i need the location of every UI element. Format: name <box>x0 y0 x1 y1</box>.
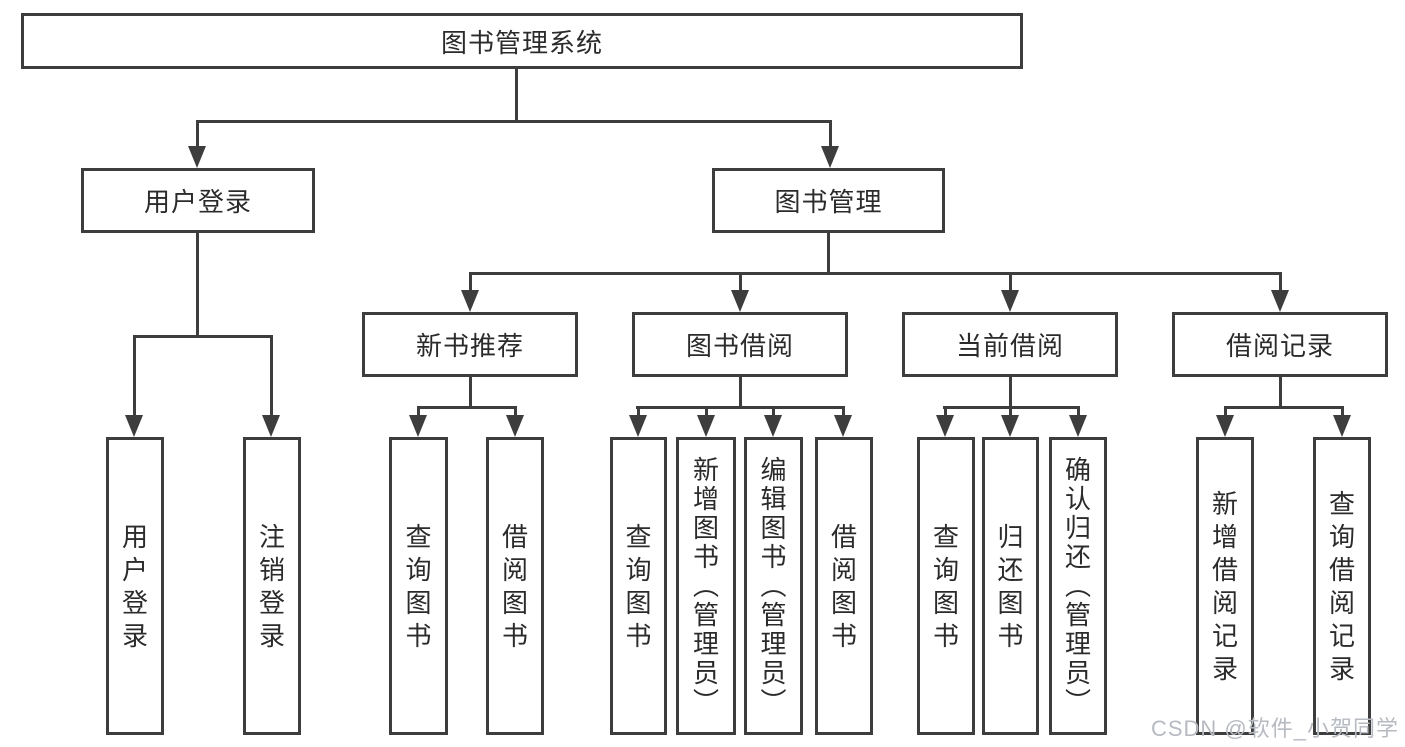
node-library-system: 图书管理系统 <box>21 13 1023 69</box>
connector-level1-rail <box>196 120 831 123</box>
connector-user-login-stem <box>196 233 199 337</box>
connector-to-leaf <box>772 406 775 418</box>
leaf-add-borrow-record: 新增借阅记录 <box>1196 437 1254 735</box>
arrow-down-icon <box>188 146 206 168</box>
connector-user-login-rail <box>133 335 272 338</box>
leaf-edit-books-admin: 编辑图书︵管理员︶ <box>744 437 803 735</box>
connector-section-rail <box>1224 406 1344 409</box>
connector-to-leaf <box>1009 406 1012 418</box>
arrow-down-icon <box>1271 290 1289 312</box>
arrow-down-icon <box>1001 290 1019 312</box>
connector-book-management-stem <box>827 233 830 274</box>
arrow-down-icon <box>262 415 280 437</box>
leaf-user-login: 用户登录 <box>106 437 164 735</box>
connector-to-leaf <box>1077 406 1080 418</box>
node-book-borrow: 图书借阅 <box>632 312 848 377</box>
arrow-down-icon <box>697 415 715 437</box>
arrow-down-icon <box>506 415 524 437</box>
arrow-down-icon <box>821 146 839 168</box>
arrow-down-icon <box>461 290 479 312</box>
connector-section-stem <box>469 377 472 408</box>
connector-to-leaf <box>637 406 640 418</box>
node-new-book-recommend: 新书推荐 <box>362 312 578 377</box>
arrow-down-icon <box>1069 415 1087 437</box>
connector-root-stem <box>515 69 518 121</box>
leaf-add-books-admin: 新增图书︵管理员︶ <box>676 437 736 735</box>
csdn-watermark: CSDN @软件_小贺同学 <box>1150 716 1399 741</box>
leaf-return-books: 归还图书 <box>982 437 1039 735</box>
connector-to-leaf <box>1341 406 1344 418</box>
leaf-confirm-return-admin: 确认归还︵管理员︶ <box>1049 437 1107 735</box>
connector-to-leaf <box>133 335 136 417</box>
arrow-down-icon <box>764 415 782 437</box>
arrow-down-icon <box>1333 415 1351 437</box>
node-current-borrow: 当前借阅 <box>902 312 1118 377</box>
connector-to-leaf <box>514 406 517 418</box>
connector-to-section <box>739 272 742 292</box>
connector-to-leaf <box>705 406 708 418</box>
connector-to-book-management <box>829 120 832 148</box>
leaf-query-borrow-record: 查询借阅记录 <box>1313 437 1371 735</box>
leaf-logout: 注销登录 <box>243 437 301 735</box>
connector-section-stem <box>1279 377 1282 408</box>
connector-to-leaf <box>842 406 845 418</box>
arrow-down-icon <box>834 415 852 437</box>
connector-section-rail <box>418 406 517 409</box>
connector-to-leaf <box>270 335 273 417</box>
leaf-borrow-books-recommend: 借阅图书 <box>486 437 544 735</box>
connector-to-user-login <box>196 120 199 148</box>
connector-level3-rail <box>469 272 1282 275</box>
arrow-down-icon <box>125 415 143 437</box>
leaf-borrow-books: 借阅图书 <box>815 437 873 735</box>
node-borrow-records: 借阅记录 <box>1172 312 1388 377</box>
connector-to-section <box>1279 272 1282 292</box>
node-book-management: 图书管理 <box>712 168 945 233</box>
node-user-login: 用户登录 <box>81 168 315 233</box>
connector-section-stem <box>1009 377 1012 408</box>
arrow-down-icon <box>731 290 749 312</box>
connector-to-section <box>1009 272 1012 292</box>
arrow-down-icon <box>1216 415 1234 437</box>
leaf-query-books-borrow: 查询图书 <box>610 437 667 735</box>
connector-to-leaf <box>1224 406 1227 418</box>
arrow-down-icon <box>629 415 647 437</box>
leaf-query-books-recommend: 查询图书 <box>389 437 448 735</box>
connector-to-leaf <box>417 406 420 418</box>
connector-section-rail <box>636 406 845 409</box>
connector-to-section <box>469 272 472 292</box>
arrow-down-icon <box>409 415 427 437</box>
connector-to-leaf <box>944 406 947 418</box>
leaf-query-books-current: 查询图书 <box>917 437 975 735</box>
arrow-down-icon <box>936 415 954 437</box>
arrow-down-icon <box>1001 415 1019 437</box>
connector-section-stem <box>739 377 742 408</box>
